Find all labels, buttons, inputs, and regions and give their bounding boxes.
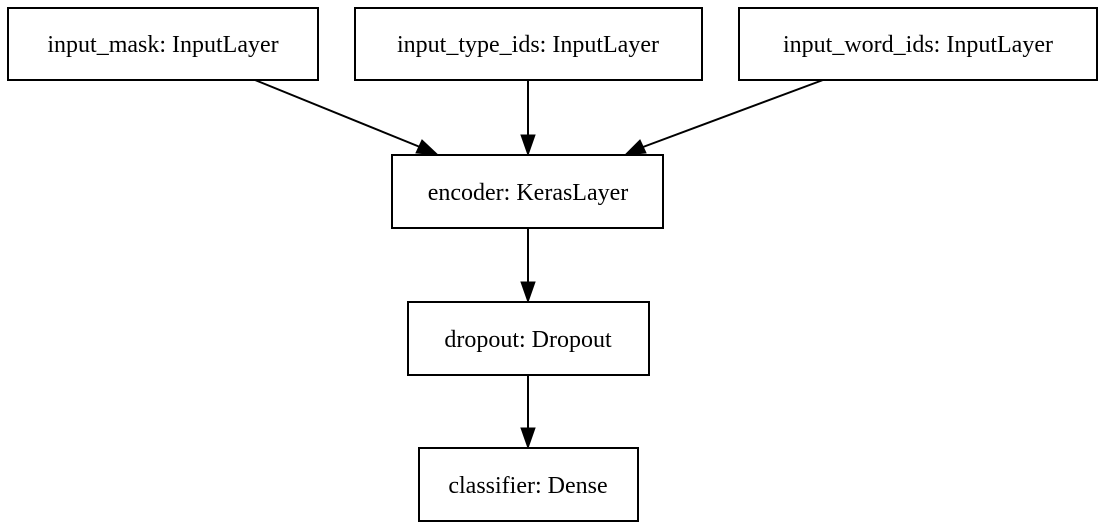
edge-dropout-to-classifier xyxy=(520,375,536,450)
edge-input-mask-to-encoder xyxy=(254,79,440,156)
node-label: input_mask: InputLayer xyxy=(47,32,278,58)
edges-layer xyxy=(254,79,824,450)
nodes-layer: input_mask: InputLayer input_type_ids: I… xyxy=(7,7,1098,522)
node-label: input_word_ids: InputLayer xyxy=(783,32,1053,58)
node-box xyxy=(407,301,650,376)
node-input-mask: input_mask: InputLayer xyxy=(7,7,319,81)
node-label: classifier: Dense xyxy=(448,473,607,499)
node-box xyxy=(354,7,703,81)
edge-input-word-ids-to-encoder xyxy=(623,79,824,156)
node-classifier: classifier: Dense xyxy=(418,447,639,522)
node-input-word-ids: input_word_ids: InputLayer xyxy=(738,7,1098,81)
node-box xyxy=(391,154,664,229)
edge-input-type-ids-to-encoder xyxy=(520,80,536,157)
node-box xyxy=(7,7,319,81)
node-label: dropout: Dropout xyxy=(444,327,612,353)
node-label: input_type_ids: InputLayer xyxy=(397,32,659,58)
node-dropout: dropout: Dropout xyxy=(407,301,650,376)
node-input-type-ids: input_type_ids: InputLayer xyxy=(354,7,703,81)
node-encoder: encoder: KerasLayer xyxy=(391,154,664,229)
node-box xyxy=(418,447,639,522)
edge-encoder-to-dropout xyxy=(520,228,536,304)
node-label: encoder: KerasLayer xyxy=(428,180,629,206)
node-box xyxy=(738,7,1098,81)
